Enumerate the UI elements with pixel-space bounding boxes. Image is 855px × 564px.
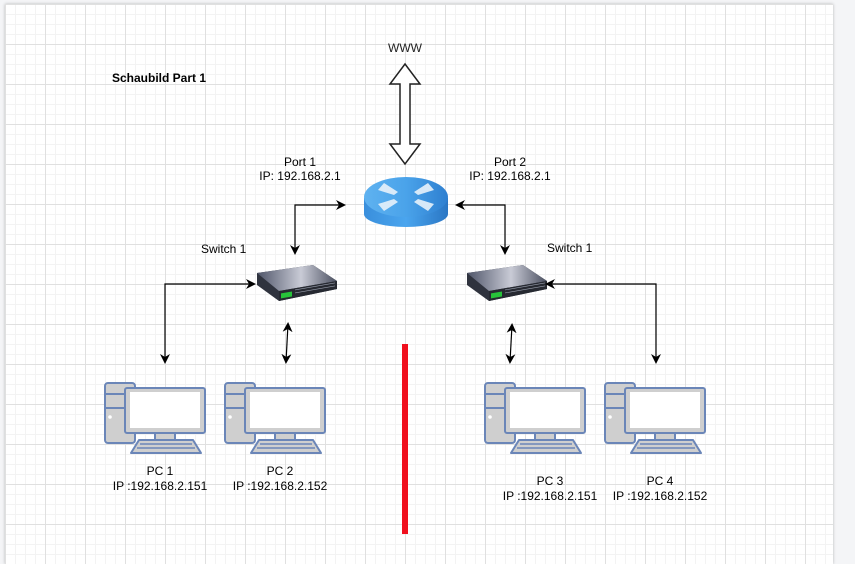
divider-line bbox=[402, 344, 408, 534]
pc2-ip: IP :192.168.2.152 bbox=[232, 479, 328, 493]
connector-switch1-pc2 bbox=[281, 322, 293, 364]
pc3-ip: IP :192.168.2.151 bbox=[502, 489, 598, 503]
router-port-1-ip: IP: 192.168.2.1 bbox=[259, 169, 341, 183]
connector-switch1-pc1 bbox=[160, 279, 256, 364]
router-port-2-name: Port 2 bbox=[493, 155, 526, 169]
router-port-1-name: Port 1 bbox=[283, 155, 316, 169]
switch-icon bbox=[257, 265, 337, 301]
router-port-2-ip: IP: 192.168.2.1 bbox=[469, 169, 551, 183]
switch-icon bbox=[467, 265, 547, 301]
internet-double-arrow-icon bbox=[388, 62, 422, 166]
pc4-ip: IP :192.168.2.152 bbox=[612, 489, 708, 503]
diagram-canvas bbox=[5, 4, 833, 564]
pc3-computer-icon bbox=[484, 382, 586, 454]
diagram-title: Schaubild Part 1 bbox=[112, 71, 207, 85]
connector-switch2-pc3 bbox=[505, 323, 517, 364]
router-icon bbox=[364, 177, 448, 227]
connector-router-switch-right bbox=[455, 200, 510, 255]
pc2-name: PC 2 bbox=[266, 464, 294, 478]
pc4-name: PC 4 bbox=[646, 474, 674, 488]
pc3-name: PC 3 bbox=[536, 474, 564, 488]
connector-switch2-pc4 bbox=[545, 279, 661, 364]
pc4-computer-icon bbox=[604, 382, 706, 454]
connector-router-switch-left bbox=[290, 200, 346, 255]
switch-right-label: Switch 1 bbox=[547, 241, 593, 255]
pc2-computer-icon bbox=[224, 382, 326, 454]
pc1-computer-icon bbox=[104, 382, 206, 454]
pc1-name: PC 1 bbox=[146, 464, 174, 478]
internet-label: WWW bbox=[388, 41, 422, 55]
pc1-ip: IP :192.168.2.151 bbox=[112, 479, 208, 493]
switch-left-label: Switch 1 bbox=[201, 242, 247, 256]
